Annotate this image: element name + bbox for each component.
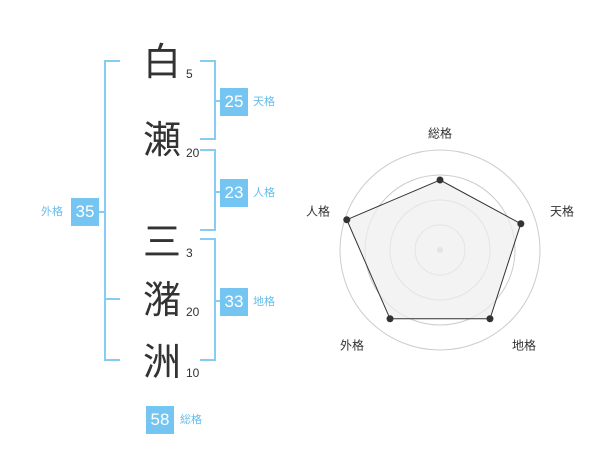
stroke-count-3: 3 <box>186 246 193 260</box>
radar-point-1 <box>436 176 444 184</box>
name-char-5: 洲 <box>142 340 181 384</box>
name-char-2: 瀬 <box>142 118 181 162</box>
chikaku-badge: 33 <box>220 288 248 316</box>
gaikaku-bracket-divider <box>104 298 120 300</box>
gaikaku-bracket <box>104 60 120 361</box>
radar-point-5 <box>343 216 351 224</box>
jinkaku-label: 人格 <box>253 186 275 199</box>
radar-point-3 <box>486 315 494 323</box>
tenkaku-badge: 25 <box>220 88 248 116</box>
radar-axis-label-2: 天格 <box>550 204 574 219</box>
soukaku-label: 総格 <box>180 413 202 426</box>
gaikaku-badge: 35 <box>71 198 99 226</box>
name-char-4: 潴 <box>142 278 181 322</box>
name-char-3: 三 <box>142 220 181 264</box>
jinkaku-bracket <box>200 149 216 231</box>
chikaku-label: 地格 <box>253 295 275 308</box>
soukaku-badge: 58 <box>146 406 174 434</box>
gaikaku-bracket-tick <box>99 211 105 213</box>
jinkaku-badge: 23 <box>220 179 248 207</box>
gaikaku-label: 外格 <box>41 205 63 218</box>
stroke-count-2: 20 <box>186 146 200 160</box>
radar-polygon <box>346 179 522 320</box>
tenkaku-bracket-tick <box>214 100 220 102</box>
tenkaku-label: 天格 <box>253 95 275 108</box>
name-char-1: 白 <box>142 40 181 84</box>
radar-point-4 <box>386 315 394 323</box>
radar-axis-label-5: 人格 <box>306 204 330 219</box>
radar-point-2 <box>517 220 525 228</box>
chikaku-bracket-tick <box>214 300 220 302</box>
radar-ring-4 <box>339 149 541 351</box>
jinkaku-bracket-tick <box>214 191 220 193</box>
radar-axis-label-4: 外格 <box>340 338 364 353</box>
chikaku-bracket <box>200 238 216 361</box>
stroke-count-1: 5 <box>186 67 193 81</box>
radar-axis-label-1: 総格 <box>428 126 452 141</box>
radar-axis-label-3: 地格 <box>512 338 536 353</box>
stroke-count-4: 20 <box>186 305 200 319</box>
stroke-count-5: 10 <box>186 366 200 380</box>
